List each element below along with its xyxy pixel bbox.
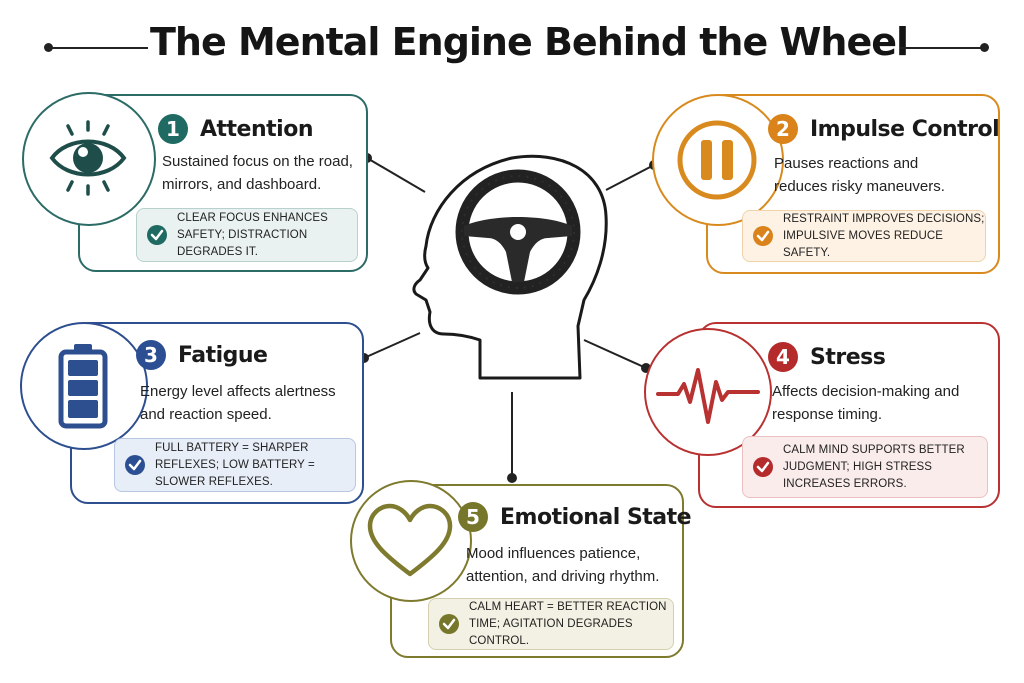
head-silhouette-icon	[412, 154, 608, 380]
stress-heading: 4 Stress	[768, 342, 886, 372]
emotion-note: Calm heart = better reaction time; agita…	[428, 598, 674, 650]
check-icon	[125, 455, 145, 475]
stress-title: Stress	[810, 344, 886, 370]
steering-wheel-icon	[455, 169, 581, 295]
impulse-icon-circle	[652, 94, 784, 226]
heart-icon	[367, 503, 453, 577]
emotion-number-badge: 5	[458, 502, 488, 532]
emotion-heading: 5 Emotional State	[458, 502, 692, 532]
attention-note: Clear focus enhances safety; distraction…	[136, 208, 358, 262]
check-icon	[147, 225, 167, 245]
stress-note-text: Calm mind supports better judgment; high…	[783, 443, 965, 490]
emotion-note-text: Calm heart = better reaction time; agita…	[469, 600, 667, 647]
title-row: The Mental Engine Behind the Wheel	[0, 8, 1024, 78]
eye-icon	[49, 120, 127, 196]
emotion-icon-circle	[350, 480, 472, 602]
check-icon	[439, 614, 459, 634]
battery-icon	[58, 344, 108, 429]
title-rule-dot-right	[980, 43, 989, 52]
impulse-heading: 2 Impulse Control	[768, 114, 1000, 144]
impulse-title: Impulse Control	[810, 116, 1000, 142]
impulse-note-text: Restraint improves decisions; impulsive …	[783, 212, 985, 259]
stress-icon-circle	[644, 328, 772, 456]
fatigue-heading: 3 Fatigue	[136, 340, 268, 370]
emotion-description: Mood influences patience, attention, and…	[466, 545, 660, 585]
impulse-number-badge: 2	[768, 114, 798, 144]
fatigue-description: Energy level affects alertness and react…	[140, 383, 336, 423]
fatigue-icon-circle	[20, 322, 148, 450]
fatigue-note: Full battery = sharper reflexes; low bat…	[114, 438, 356, 492]
connector-stress	[583, 339, 647, 369]
stress-description: Affects decision-making and response tim…	[772, 383, 960, 423]
check-icon	[753, 226, 773, 246]
heartbeat-pulse-icon	[656, 368, 760, 424]
pause-icon	[677, 120, 757, 200]
stress-number-badge: 4	[768, 342, 798, 372]
impulse-description: Pauses reactions and reduces risky maneu…	[774, 155, 945, 195]
attention-number-badge: 1	[158, 114, 188, 144]
fatigue-number-badge: 3	[136, 340, 166, 370]
title-rule-left	[48, 47, 148, 49]
attention-note-text: Clear focus enhances safety; distraction…	[177, 211, 328, 258]
page-title: The Mental Engine Behind the Wheel	[150, 20, 909, 64]
connector-impulse	[605, 164, 655, 191]
emotion-title: Emotional State	[500, 504, 692, 530]
connector-attention	[366, 157, 426, 193]
connector-dot-emotion	[507, 473, 517, 483]
connector-fatigue	[363, 332, 421, 359]
fatigue-note-text: Full battery = sharper reflexes; low bat…	[155, 441, 315, 488]
stress-note: Calm mind supports better judgment; high…	[742, 436, 988, 498]
attention-heading: 1 Attention	[158, 114, 313, 144]
attention-icon-circle	[22, 92, 156, 226]
attention-description: Sustained focus on the road, mirrors, an…	[162, 153, 353, 193]
impulse-note: Restraint improves decisions; impulsive …	[742, 210, 986, 262]
check-icon	[753, 457, 773, 477]
fatigue-title: Fatigue	[178, 342, 268, 368]
attention-title: Attention	[200, 116, 313, 142]
title-rule-right	[900, 47, 984, 49]
